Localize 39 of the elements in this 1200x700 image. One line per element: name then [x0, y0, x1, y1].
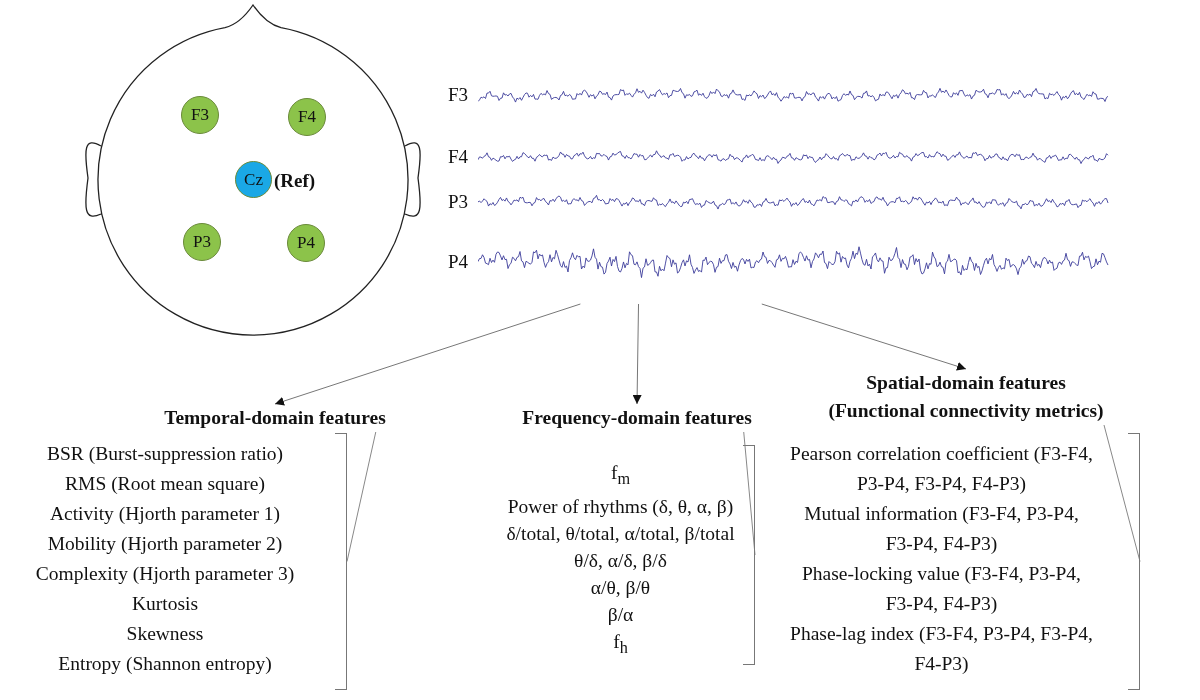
- feature-item: β/α: [606, 602, 635, 627]
- arrow: [274, 303, 581, 406]
- electrode-circle: Cz: [235, 161, 272, 198]
- arrow: [632, 303, 642, 405]
- leader-line: [743, 431, 756, 556]
- section-heading: Frequency-domain features: [522, 404, 752, 432]
- feature-item: BSR (Burst-suppression ratio): [45, 442, 285, 466]
- feature-item: f$_{h}$: [612, 629, 629, 659]
- feature-item: Power of rhythms (δ, θ, α, β): [506, 494, 735, 519]
- electrode-circle: P3: [183, 223, 221, 261]
- feature-item: Pearson correlation coefficient (F3-F4, P3-P4, F3-P4, F4-P3): [790, 442, 1093, 496]
- bracketed-feature-list: [790, 433, 1140, 690]
- channel-label: F3: [448, 84, 469, 106]
- feature-item: Skewness: [125, 622, 205, 646]
- feature-item: Mobility (Hjorth parameter 2): [46, 532, 284, 556]
- feature-item: RMS (Root mean square): [64, 472, 266, 496]
- channel-label: F4: [448, 146, 469, 168]
- feature-item: Phase-locking value (F3-F4, P3-P4, F3-P4, F4-P3): [801, 562, 1082, 616]
- feature-item: Complexity (Hjorth parameter 3): [34, 562, 296, 586]
- feature-item: α/θ, β/θ: [589, 575, 652, 600]
- feature-item: θ/δ, α/δ, β/δ: [573, 548, 668, 573]
- channel-label: P4: [448, 251, 469, 273]
- bracketed-feature-list: [505, 445, 755, 665]
- feature-item: f$_{m}$: [609, 461, 632, 490]
- feature-item: Mutual information (F3-F4, P3-P4, F3-P4, F4-P3): [803, 502, 1080, 556]
- feature-item: δ/total, θ/total, α/total, β/total: [505, 521, 736, 546]
- reference-label: (Ref): [274, 170, 316, 192]
- feature-item: Phase-lag index (F3-F4, P3-P4, F3-P4, F4-P3): [790, 622, 1093, 676]
- section-heading: Spatial-domain features (Functional connectivity metrics): [820, 369, 1112, 425]
- feature-item: Activity (Hjorth parameter 1): [48, 502, 282, 526]
- electrode-circle: P4: [287, 224, 325, 262]
- feature-item: Kurtosis: [130, 592, 200, 616]
- arrow: [761, 303, 967, 371]
- section-heading: Temporal-domain features: [164, 404, 386, 432]
- feature-item: Entropy (Shannon entropy): [57, 652, 273, 676]
- channel-label: P3: [448, 191, 469, 213]
- electrode-circle: F4: [288, 98, 326, 136]
- electrode-circle: F3: [181, 96, 219, 134]
- leader-line: [346, 431, 377, 562]
